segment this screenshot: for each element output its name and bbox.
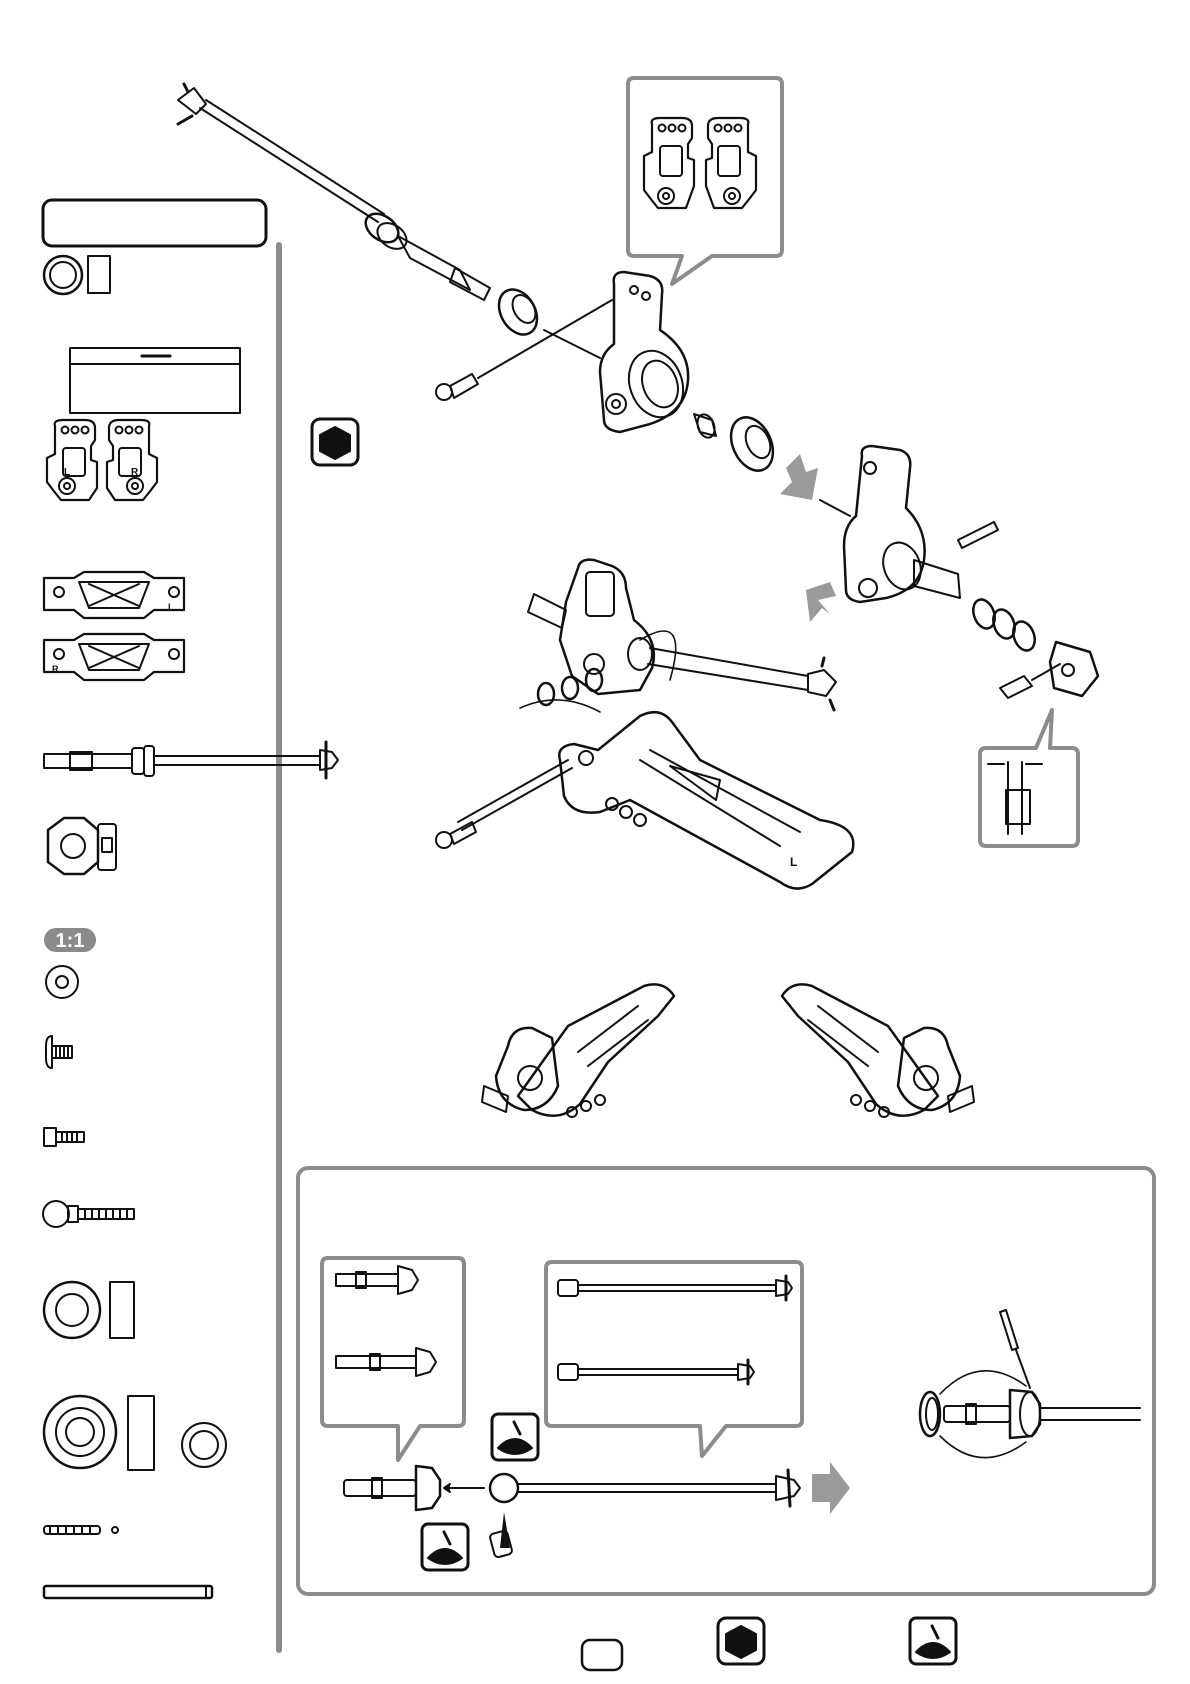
part-bearing-small [44, 256, 110, 294]
drive-shaft-assembly-top [178, 84, 490, 300]
callout-hub-carriers-lr [628, 78, 782, 284]
center-arm-assembly: L [436, 560, 853, 889]
svg-text:R: R [52, 664, 59, 674]
hub-carrier-main [544, 272, 692, 432]
spacer-and-bearing [694, 411, 781, 478]
part-hinge-pin [44, 1586, 212, 1598]
scale-badge-group: 1:1 [44, 928, 96, 952]
part-bearing-medium [44, 1282, 134, 1338]
scale-badge: 1:1 [56, 930, 85, 952]
part-label-box [70, 348, 240, 413]
part-hex-hub [48, 818, 116, 874]
arm-side-label: L [790, 855, 797, 869]
part-washer [46, 966, 78, 998]
part-pin [44, 1526, 118, 1534]
part-drive-shaft [44, 742, 338, 778]
grease-icon [422, 1524, 468, 1570]
direction-arrow-icon [780, 454, 818, 500]
hex-wrench-icon [312, 419, 358, 465]
main-assembly-area: L [178, 78, 1098, 1117]
assembled-suspension-pair [482, 984, 974, 1117]
direction-arrow-icon [806, 582, 836, 622]
shaft-pin-detail [920, 1310, 1140, 1458]
bearing-left [491, 283, 544, 342]
svg-text:L: L [168, 602, 174, 612]
parts-panel: L R L R [43, 200, 338, 1650]
part-suspension-arms: L R [44, 572, 184, 680]
part-ball-stud [43, 1201, 134, 1227]
part-bearing-large [44, 1396, 226, 1470]
footer [582, 1618, 956, 1670]
part-button-screw [46, 1036, 72, 1068]
part-hub-carrier-right-label: R [131, 467, 139, 478]
parts-panel-header-box [43, 200, 266, 246]
page-number-box [582, 1640, 622, 1670]
part-cap-screw [44, 1128, 84, 1146]
callout-hub-gap-detail [980, 710, 1078, 846]
part-hub-carriers: L R [47, 420, 157, 500]
callout-shaft-options [546, 1262, 802, 1456]
hub-carrier-assembled [820, 446, 998, 602]
grease-icon [910, 1618, 956, 1664]
part-hub-carrier-left-label: L [64, 467, 70, 478]
callout-axle-options [322, 1258, 464, 1460]
drive-shaft-detail-panel [298, 1168, 1154, 1594]
shaft-assembly-bottom [344, 1466, 800, 1558]
hex-wrench-icon [718, 1618, 764, 1664]
direction-arrow-icon [812, 1462, 850, 1514]
grease-icon [492, 1414, 538, 1460]
washers-and-hex-hub [969, 596, 1098, 698]
